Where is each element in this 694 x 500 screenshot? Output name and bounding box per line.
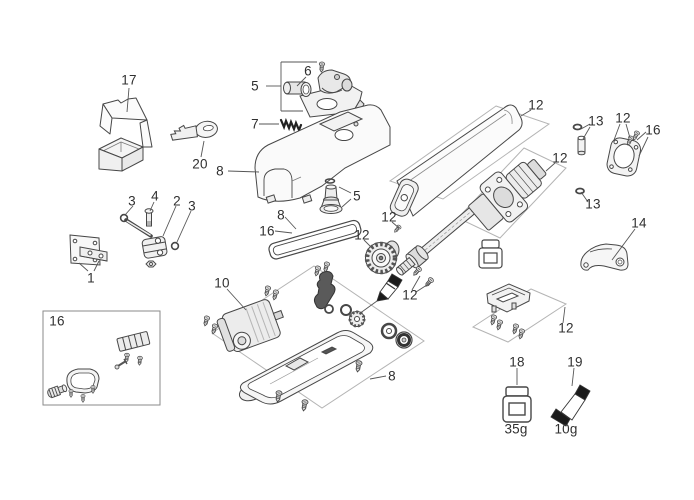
leader-line	[638, 136, 649, 157]
leader-line	[358, 300, 378, 315]
screw	[80, 394, 86, 403]
leader-lines	[42, 61, 649, 406]
front-bracket	[580, 243, 629, 271]
screw	[516, 327, 526, 340]
grease-jar-small	[478, 239, 503, 269]
leader-line	[562, 306, 566, 324]
rear-mounting-plate	[69, 234, 108, 266]
bearing	[380, 322, 413, 349]
base-gasket	[268, 219, 362, 260]
nut	[145, 260, 157, 268]
leader-line	[571, 367, 575, 387]
screw	[136, 355, 143, 366]
cable-clamp	[114, 358, 128, 370]
leader-line	[176, 210, 192, 243]
packaging-box	[98, 97, 153, 172]
leader-line	[341, 198, 352, 208]
leader-line	[274, 230, 293, 234]
group-outline	[388, 105, 551, 200]
leader-line	[369, 375, 387, 380]
screw	[510, 322, 520, 335]
leader-line	[545, 162, 556, 172]
screw	[201, 314, 211, 327]
release-key	[170, 120, 218, 141]
screw	[270, 288, 280, 301]
leader-line	[520, 109, 532, 117]
o-ring	[575, 187, 585, 195]
release-lock-assembly	[283, 69, 365, 118]
motor	[216, 299, 284, 353]
leader-line	[613, 123, 621, 141]
o-ring	[572, 123, 583, 131]
screw	[300, 398, 309, 412]
leader-line	[636, 131, 647, 141]
leader-line	[580, 123, 591, 130]
pin	[572, 123, 586, 195]
kit-callout-box	[42, 310, 161, 406]
leader-line	[162, 205, 177, 237]
leader-line	[200, 140, 205, 158]
group-outlines	[211, 105, 568, 409]
leader-line	[415, 282, 431, 293]
washer	[119, 213, 129, 223]
leader-line	[126, 87, 130, 113]
screws	[68, 129, 641, 412]
fork-joint	[141, 236, 168, 259]
leader-line	[124, 205, 134, 216]
grease-jar	[502, 386, 532, 423]
lock-cylinder	[283, 81, 312, 97]
release-lever	[317, 69, 353, 94]
leader-line	[625, 123, 631, 139]
leader-line	[284, 216, 297, 230]
spring	[279, 117, 303, 133]
leader-line	[363, 239, 373, 249]
group-outline	[471, 288, 568, 343]
screw	[411, 265, 423, 278]
bevel-gear	[364, 240, 400, 275]
terminal-block	[116, 331, 151, 352]
clevis-pin	[144, 208, 154, 227]
screw	[68, 389, 74, 398]
front-slide-assembly	[468, 159, 547, 231]
screw	[392, 223, 403, 234]
leader-line	[226, 288, 247, 311]
washer	[170, 241, 180, 251]
screw	[354, 359, 363, 373]
screw	[321, 260, 331, 273]
beam-profile	[389, 104, 523, 217]
group-outline	[457, 147, 567, 239]
screw	[494, 318, 504, 331]
spindle-end	[395, 245, 429, 276]
leader-line	[149, 201, 155, 212]
worm-gear	[340, 304, 366, 328]
leader-line	[296, 76, 307, 87]
leader-line	[227, 170, 260, 173]
leader-line	[582, 126, 591, 140]
leader-line	[78, 262, 89, 272]
leader-line	[93, 260, 100, 272]
flange-plate	[606, 137, 642, 177]
rear-cover	[486, 283, 531, 313]
adhesive-tube	[550, 384, 591, 427]
base-plate	[238, 330, 374, 405]
leader-line	[338, 186, 352, 194]
long-pin	[124, 218, 153, 238]
leader-line	[411, 275, 421, 291]
leader-line	[391, 221, 400, 229]
housing-cover	[254, 104, 391, 204]
screw	[318, 61, 326, 73]
cable-gland	[47, 384, 68, 399]
leader-line	[580, 191, 589, 203]
release-knob	[319, 178, 343, 214]
grease-tube	[376, 273, 403, 302]
release-lever-assembly	[313, 271, 336, 314]
leader-line	[611, 228, 636, 261]
